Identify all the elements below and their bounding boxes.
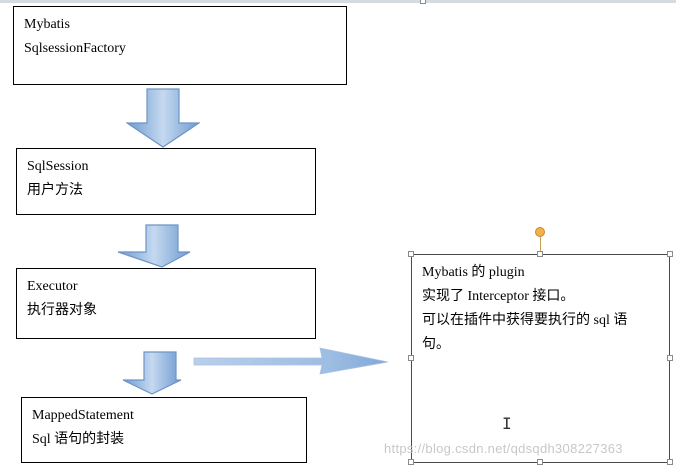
resize-handle-top-left[interactable] — [408, 251, 414, 257]
box-title: Executor — [27, 279, 78, 294]
resize-handle-bottom-center[interactable] — [537, 459, 543, 465]
resize-handle-bottom-left[interactable] — [408, 459, 414, 465]
box-executor[interactable]: Executor 执行器对象 — [16, 268, 316, 339]
right-arrow — [193, 347, 389, 375]
box-subtitle: Sql 语句的封装 — [32, 432, 125, 447]
box-title: MappedStatement — [32, 408, 134, 423]
note-line-1: Mybatis 的 plugin — [422, 265, 525, 280]
down-arrow-3 — [122, 351, 182, 395]
text-cursor-icon: I — [502, 414, 512, 433]
rotation-handle-icon[interactable] — [535, 227, 545, 237]
plugin-note-textbox[interactable]: Mybatis 的 plugin 实现了 Interceptor 接口。 可以在… — [411, 254, 670, 463]
box-title: SqlSession — [27, 159, 89, 174]
note-line-3: 可以在插件中获得要执行的 sql 语 — [422, 313, 628, 328]
box-sqlsessionfactory[interactable]: Mybatis SqlsessionFactory — [13, 6, 347, 85]
rotation-handle-stem — [540, 236, 541, 254]
box-subtitle: 执行器对象 — [27, 303, 97, 318]
box-sqlsession[interactable]: SqlSession 用户方法 — [16, 148, 316, 215]
top-edge-bar — [0, 0, 676, 3]
down-arrow-1 — [126, 88, 200, 148]
note-line-2: 实现了 Interceptor 接口。 — [422, 289, 575, 304]
resize-handle-bottom-right[interactable] — [667, 459, 673, 465]
box-title: Mybatis — [24, 17, 70, 32]
resize-handle-top-center[interactable] — [537, 251, 543, 257]
note-line-4: 句。 — [422, 337, 450, 352]
box-subtitle: SqlsessionFactory — [24, 41, 126, 56]
down-arrow-2 — [117, 224, 191, 268]
resize-handle-top-right[interactable] — [667, 251, 673, 257]
box-mappedstatement[interactable]: MappedStatement Sql 语句的封装 — [21, 397, 307, 463]
resize-handle-middle-left[interactable] — [408, 355, 414, 361]
resize-handle-middle-right[interactable] — [667, 355, 673, 361]
box-subtitle: 用户方法 — [27, 183, 83, 198]
watermark: https://blog.csdn.net/qdsqdh308227363 — [384, 441, 623, 456]
canvas-top-handle[interactable] — [420, 0, 426, 4]
